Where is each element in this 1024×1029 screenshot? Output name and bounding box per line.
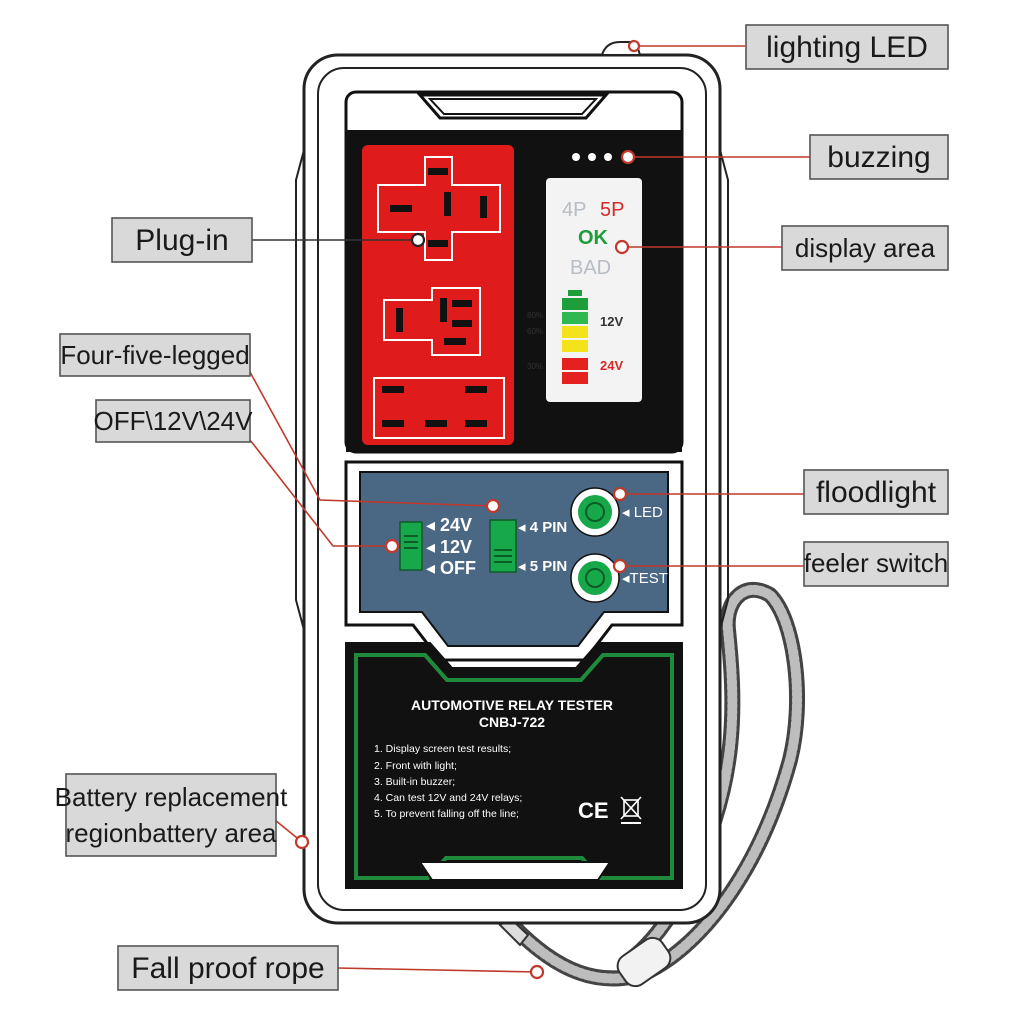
weee-bin-icon bbox=[620, 796, 642, 824]
callout-display-area: display area bbox=[781, 225, 949, 271]
callout-floodlight-text: floodlight bbox=[816, 476, 937, 509]
ce-mark: CE bbox=[578, 798, 609, 823]
callout-feeler-switch-text: feeler switch bbox=[804, 548, 949, 578]
switch-12v-label: ◂ 12V bbox=[426, 537, 472, 557]
callout-lighting-led-text: lighting LED bbox=[766, 31, 928, 64]
switch-24v-label: ◂ 24V bbox=[426, 515, 472, 535]
callout-battery-line2: regionbattery area bbox=[65, 818, 277, 848]
feature-3: 3. Built-in buzzer; bbox=[374, 776, 455, 788]
display-bad: BAD bbox=[570, 257, 611, 279]
relay-socket-block bbox=[362, 145, 514, 445]
leader-dots bbox=[294, 39, 641, 980]
callout-plug-in: Plug-in bbox=[111, 217, 253, 263]
feature-5: 5. To prevent falling off the line; bbox=[374, 808, 519, 820]
callout-buzzing-text: buzzing bbox=[827, 141, 930, 174]
voltage-slide-switch[interactable] bbox=[399, 521, 423, 571]
callout-plug-in-text: Plug-in bbox=[135, 224, 228, 257]
leader-lines bbox=[249, 45, 810, 973]
control-panel: ◂ 24V ◂ 12V ◂ OFF ◂ 4 PIN ◂ 5 PIN ◂ LED … bbox=[344, 460, 684, 662]
pin4-label: ◂ 4 PIN bbox=[518, 519, 567, 536]
display-area: 4P 5P OK BAD 80% 60% 30% 12V 24V bbox=[527, 150, 658, 440]
pin5-label: ◂ 5 PIN bbox=[518, 558, 567, 575]
feature-2: 2. Front with light; bbox=[374, 760, 457, 772]
label-title: AUTOMOTIVE RELAY TESTER bbox=[411, 697, 613, 713]
callout-battery-area: Battery replacement regionbattery area bbox=[55, 773, 288, 857]
switch-off-label: ◂ OFF bbox=[426, 558, 476, 578]
feature-1: 1. Display screen test results; bbox=[374, 743, 511, 755]
feature-4: 4. Can test 12V and 24V relays; bbox=[374, 792, 522, 804]
label-plate: AUTOMOTIVE RELAY TESTER CNBJ-722 1. Disp… bbox=[345, 642, 683, 889]
pct-60: 60% bbox=[527, 327, 543, 336]
callout-display-area-text: display area bbox=[795, 233, 936, 263]
callout-fall-proof-rope: Fall proof rope bbox=[117, 945, 339, 991]
label-model: CNBJ-722 bbox=[479, 714, 545, 730]
pct-30: 30% bbox=[527, 362, 543, 371]
test-button[interactable] bbox=[570, 553, 620, 603]
led-button-label: ◂ LED bbox=[622, 504, 663, 521]
display-ok: OK bbox=[578, 227, 609, 249]
pct-80: 80% bbox=[527, 311, 543, 320]
callout-four-five-legged: Four-five-legged bbox=[59, 333, 251, 377]
display-4p: 4P bbox=[562, 199, 586, 221]
callout-four-five-legged-text: Four-five-legged bbox=[60, 340, 249, 370]
callout-fall-proof-rope-text: Fall proof rope bbox=[131, 952, 324, 985]
pin-slide-switch[interactable] bbox=[489, 519, 517, 573]
callout-voltage-switch: OFF\12V\24V bbox=[94, 399, 254, 443]
test-button-label: ◂TEST bbox=[622, 570, 668, 587]
display-5p: 5P bbox=[600, 199, 624, 221]
display-24v: 24V bbox=[600, 358, 623, 373]
callout-voltage-switch-text: OFF\12V\24V bbox=[94, 406, 254, 436]
led-button[interactable] bbox=[570, 487, 620, 537]
callout-floodlight: floodlight bbox=[803, 469, 949, 515]
callout-lighting-led: lighting LED bbox=[745, 24, 949, 70]
callout-feeler-switch: feeler switch bbox=[803, 541, 949, 587]
callout-buzzing: buzzing bbox=[809, 134, 949, 180]
display-12v: 12V bbox=[600, 314, 623, 329]
callout-battery-line1: Battery replacement bbox=[55, 782, 288, 812]
